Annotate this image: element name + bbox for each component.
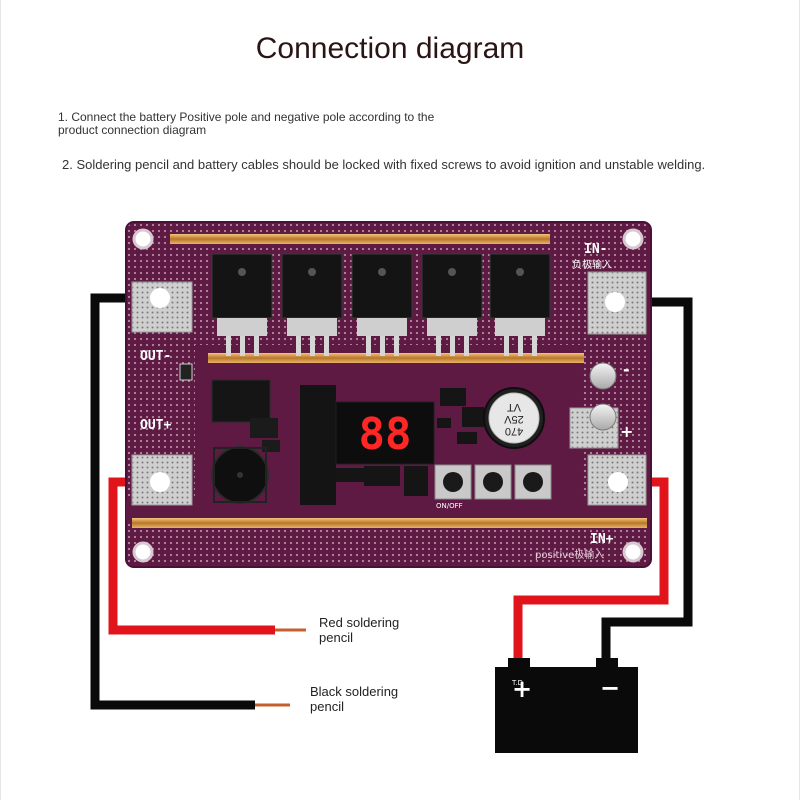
push-button-3 <box>514 464 552 500</box>
battery-tab-text: T.D <box>511 679 523 687</box>
battery-plus-sign: + <box>512 675 532 703</box>
display-digits: 88 <box>359 409 412 460</box>
capacitor-label-1: 470 <box>505 425 523 437</box>
mount-hole-br <box>622 541 644 563</box>
battery: T.D + − <box>495 658 638 753</box>
push-button-onoff <box>434 464 472 500</box>
label-out-plus: OUT+ <box>140 418 171 433</box>
black-pencil-label-line1: Black soldering <box>310 684 399 699</box>
power-pad-plus <box>589 403 617 431</box>
label-onoff: ON/OFF <box>436 502 463 510</box>
copper-bar-top <box>170 234 550 244</box>
copper-bar-middle <box>208 353 584 363</box>
black-pencil-label: Black soldering pencil <box>310 684 398 714</box>
label-in-minus: IN- <box>584 242 607 257</box>
chip-main <box>300 385 336 505</box>
black-pencil-label-line2: pencil <box>310 699 344 714</box>
mount-hole-tl <box>132 228 154 250</box>
inductor <box>211 379 271 423</box>
battery-minus-sign: − <box>600 674 620 702</box>
pcb-board: 88 470 25V VT IN- 负极输入 OUT- OUT+ IN+ pos… <box>125 221 652 568</box>
seven-segment-display <box>335 401 435 465</box>
push-button-2 <box>474 464 512 500</box>
power-pad-minus <box>589 362 617 390</box>
capacitor-label-3: VT <box>507 401 521 413</box>
instruction-step-1: 1. Connect the battery Positive pole and… <box>58 110 435 137</box>
red-pencil-label: Red soldering pencil <box>319 615 399 645</box>
mosfet-row <box>211 253 551 356</box>
label-in-minus-cn: 负极输入 <box>572 258 612 271</box>
label-pad-minus: - <box>623 360 630 379</box>
label-in-plus-cn: positive极输入 <box>535 548 604 561</box>
page-title: Connection diagram <box>255 32 525 65</box>
label-in-plus: IN+ <box>590 532 614 547</box>
copper-bar-bottom <box>132 518 647 528</box>
red-pencil-label-line2: pencil <box>319 630 353 645</box>
label-pad-plus: + <box>620 422 633 441</box>
battery-body <box>495 667 638 753</box>
mount-hole-tr <box>622 228 644 250</box>
capacitor-label-2: 25V <box>504 413 524 425</box>
mount-hole-bl <box>132 541 154 563</box>
wire-black-in-minus <box>601 297 693 666</box>
red-pencil-label-line1: Red soldering <box>319 615 400 630</box>
label-out-minus: OUT- <box>140 349 171 364</box>
instruction-step-2: 2. Soldering pencil and battery cables s… <box>62 157 706 172</box>
